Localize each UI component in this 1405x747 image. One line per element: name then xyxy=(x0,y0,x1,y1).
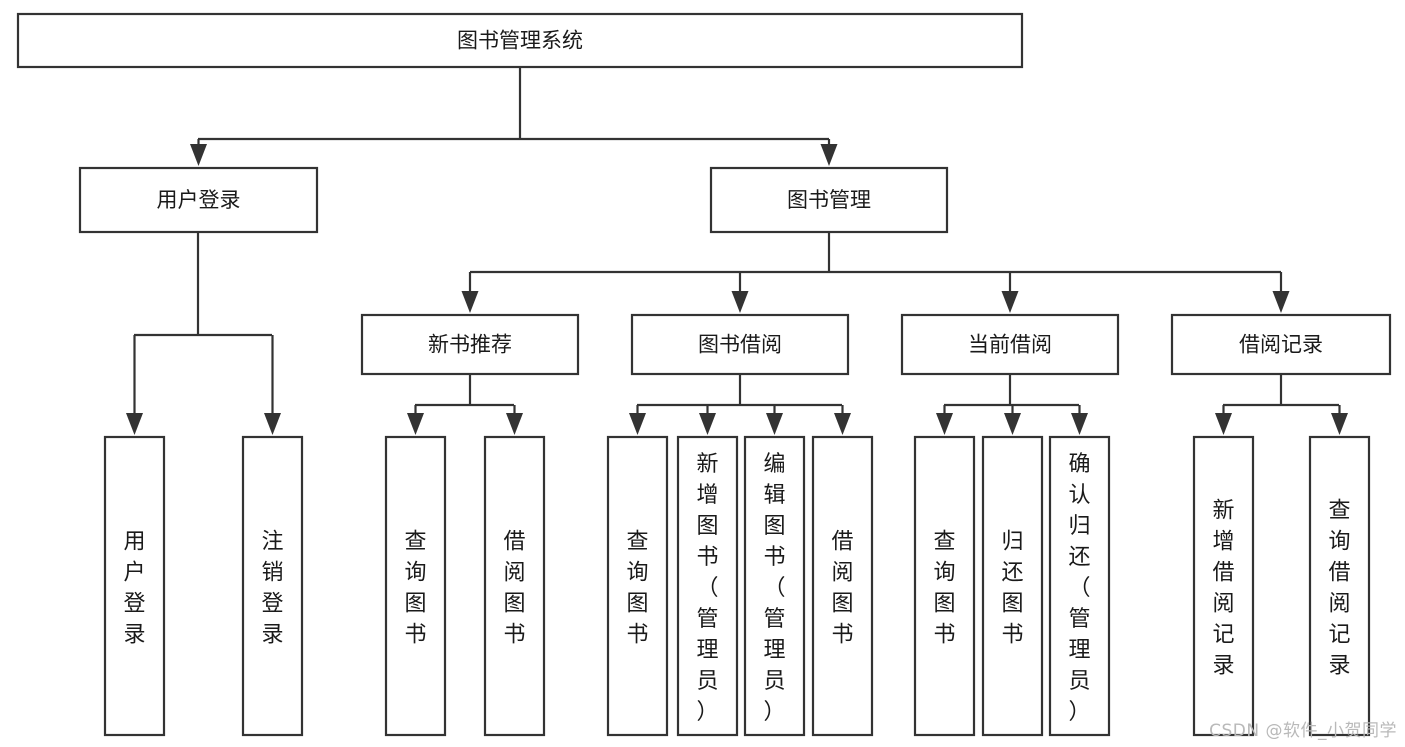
node-leaf-edit-book[interactable]: 编辑图书（管理员） xyxy=(743,435,806,737)
node-leaf-user-login[interactable]: 用户登录 xyxy=(103,435,166,737)
node-label: 借阅记录 xyxy=(1239,333,1323,357)
node-leaf-borrow-book-recommend[interactable]: 借阅图书 xyxy=(483,435,546,737)
arrow-head-icon xyxy=(1215,413,1232,435)
arrow-head-icon xyxy=(1272,291,1290,313)
arrow-head-icon xyxy=(834,413,851,435)
node-box[interactable] xyxy=(384,435,447,737)
node-box[interactable] xyxy=(630,313,850,376)
node-leaf-query-book-current[interactable]: 查询图书 xyxy=(913,435,976,737)
node-label: 图书借阅 xyxy=(698,333,782,357)
node-label: 借阅图书 xyxy=(831,530,853,648)
node-label: 新增借阅记录 xyxy=(1212,499,1234,679)
arrow-head-icon xyxy=(820,144,838,166)
node-layer: 图书管理系统用户登录图书管理新书推荐图书借阅当前借阅借阅记录用户登录注销登录查询… xyxy=(16,12,1392,737)
connector-group-bus-borrow-record xyxy=(1215,374,1348,435)
node-box[interactable] xyxy=(103,435,166,737)
node-box[interactable] xyxy=(913,435,976,737)
node-label: 归还图书 xyxy=(1001,530,1023,648)
node-box[interactable] xyxy=(1170,313,1392,376)
node-label: 查询图书 xyxy=(626,530,648,648)
connector-group-bus-book-borrow xyxy=(629,374,851,435)
node-box[interactable] xyxy=(360,313,580,376)
node-user-login[interactable]: 用户登录 xyxy=(78,166,319,234)
arrow-head-icon xyxy=(506,413,523,435)
node-box[interactable] xyxy=(1048,435,1111,737)
node-box[interactable] xyxy=(606,435,669,737)
node-label: 新书推荐 xyxy=(428,333,512,357)
arrow-head-icon xyxy=(264,413,281,435)
node-label: 当前借阅 xyxy=(968,333,1052,357)
node-label: 新增图书（管理员） xyxy=(696,452,718,725)
node-new-book-recommend[interactable]: 新书推荐 xyxy=(360,313,580,376)
node-borrow-record[interactable]: 借阅记录 xyxy=(1170,313,1392,376)
node-label: 图书管理系统 xyxy=(457,29,583,53)
node-box[interactable] xyxy=(743,435,806,737)
arrow-head-icon xyxy=(699,413,716,435)
node-box[interactable] xyxy=(981,435,1044,737)
node-leaf-query-book-recommend[interactable]: 查询图书 xyxy=(384,435,447,737)
node-box[interactable] xyxy=(676,435,739,737)
node-label: 用户登录 xyxy=(157,188,241,212)
node-book-manage[interactable]: 图书管理 xyxy=(709,166,949,234)
node-root[interactable]: 图书管理系统 xyxy=(16,12,1024,69)
arrow-head-icon xyxy=(629,413,646,435)
arrow-head-icon xyxy=(1071,413,1088,435)
node-leaf-add-borrow-record[interactable]: 新增借阅记录 xyxy=(1192,435,1255,737)
node-leaf-return-book[interactable]: 归还图书 xyxy=(981,435,1044,737)
node-label: 查询借阅记录 xyxy=(1328,499,1350,679)
node-leaf-query-borrow-record[interactable]: 查询借阅记录 xyxy=(1308,435,1371,737)
node-label: 查询图书 xyxy=(933,530,955,648)
node-leaf-borrow-book[interactable]: 借阅图书 xyxy=(811,435,874,737)
node-leaf-user-logout[interactable]: 注销登录 xyxy=(241,435,304,737)
arrow-head-icon xyxy=(1004,413,1021,435)
arrow-head-icon xyxy=(1331,413,1348,435)
arrow-head-icon xyxy=(407,413,424,435)
connector-group-bus-new-book-recommend xyxy=(407,374,523,435)
arrow-head-icon xyxy=(126,413,143,435)
node-box[interactable] xyxy=(483,435,546,737)
arrow-head-icon xyxy=(766,413,783,435)
node-box[interactable] xyxy=(78,166,319,234)
node-leaf-add-book[interactable]: 新增图书（管理员） xyxy=(676,435,739,737)
node-box[interactable] xyxy=(900,313,1120,376)
node-label: 借阅图书 xyxy=(503,530,525,648)
arrow-head-icon xyxy=(731,291,749,313)
arrow-head-icon xyxy=(936,413,953,435)
node-box[interactable] xyxy=(16,12,1024,69)
node-book-borrow[interactable]: 图书借阅 xyxy=(630,313,850,376)
connector-layer xyxy=(126,67,1348,435)
node-leaf-confirm-return[interactable]: 确认归还（管理员） xyxy=(1048,435,1111,737)
node-label: 查询图书 xyxy=(404,530,426,648)
node-box[interactable] xyxy=(811,435,874,737)
connector-group-bus-current-borrow xyxy=(936,374,1088,435)
node-box[interactable] xyxy=(1308,435,1371,737)
connector-group-bus-root xyxy=(190,67,838,166)
arrow-head-icon xyxy=(461,291,479,313)
node-box[interactable] xyxy=(709,166,949,234)
node-label: 图书管理 xyxy=(787,188,871,212)
node-leaf-query-book-borrow[interactable]: 查询图书 xyxy=(606,435,669,737)
node-label: 用户登录 xyxy=(123,530,145,648)
node-label: 编辑图书（管理员） xyxy=(763,452,785,725)
node-box[interactable] xyxy=(1192,435,1255,737)
connector-group-bus-user-login xyxy=(126,232,281,435)
node-label: 确认归还（管理员） xyxy=(1068,452,1090,725)
arrow-head-icon xyxy=(1001,291,1019,313)
connector-group-bus-book-manage xyxy=(461,232,1290,313)
node-label: 注销登录 xyxy=(261,530,283,648)
node-current-borrow[interactable]: 当前借阅 xyxy=(900,313,1120,376)
node-box[interactable] xyxy=(241,435,304,737)
arrow-head-icon xyxy=(190,144,207,166)
